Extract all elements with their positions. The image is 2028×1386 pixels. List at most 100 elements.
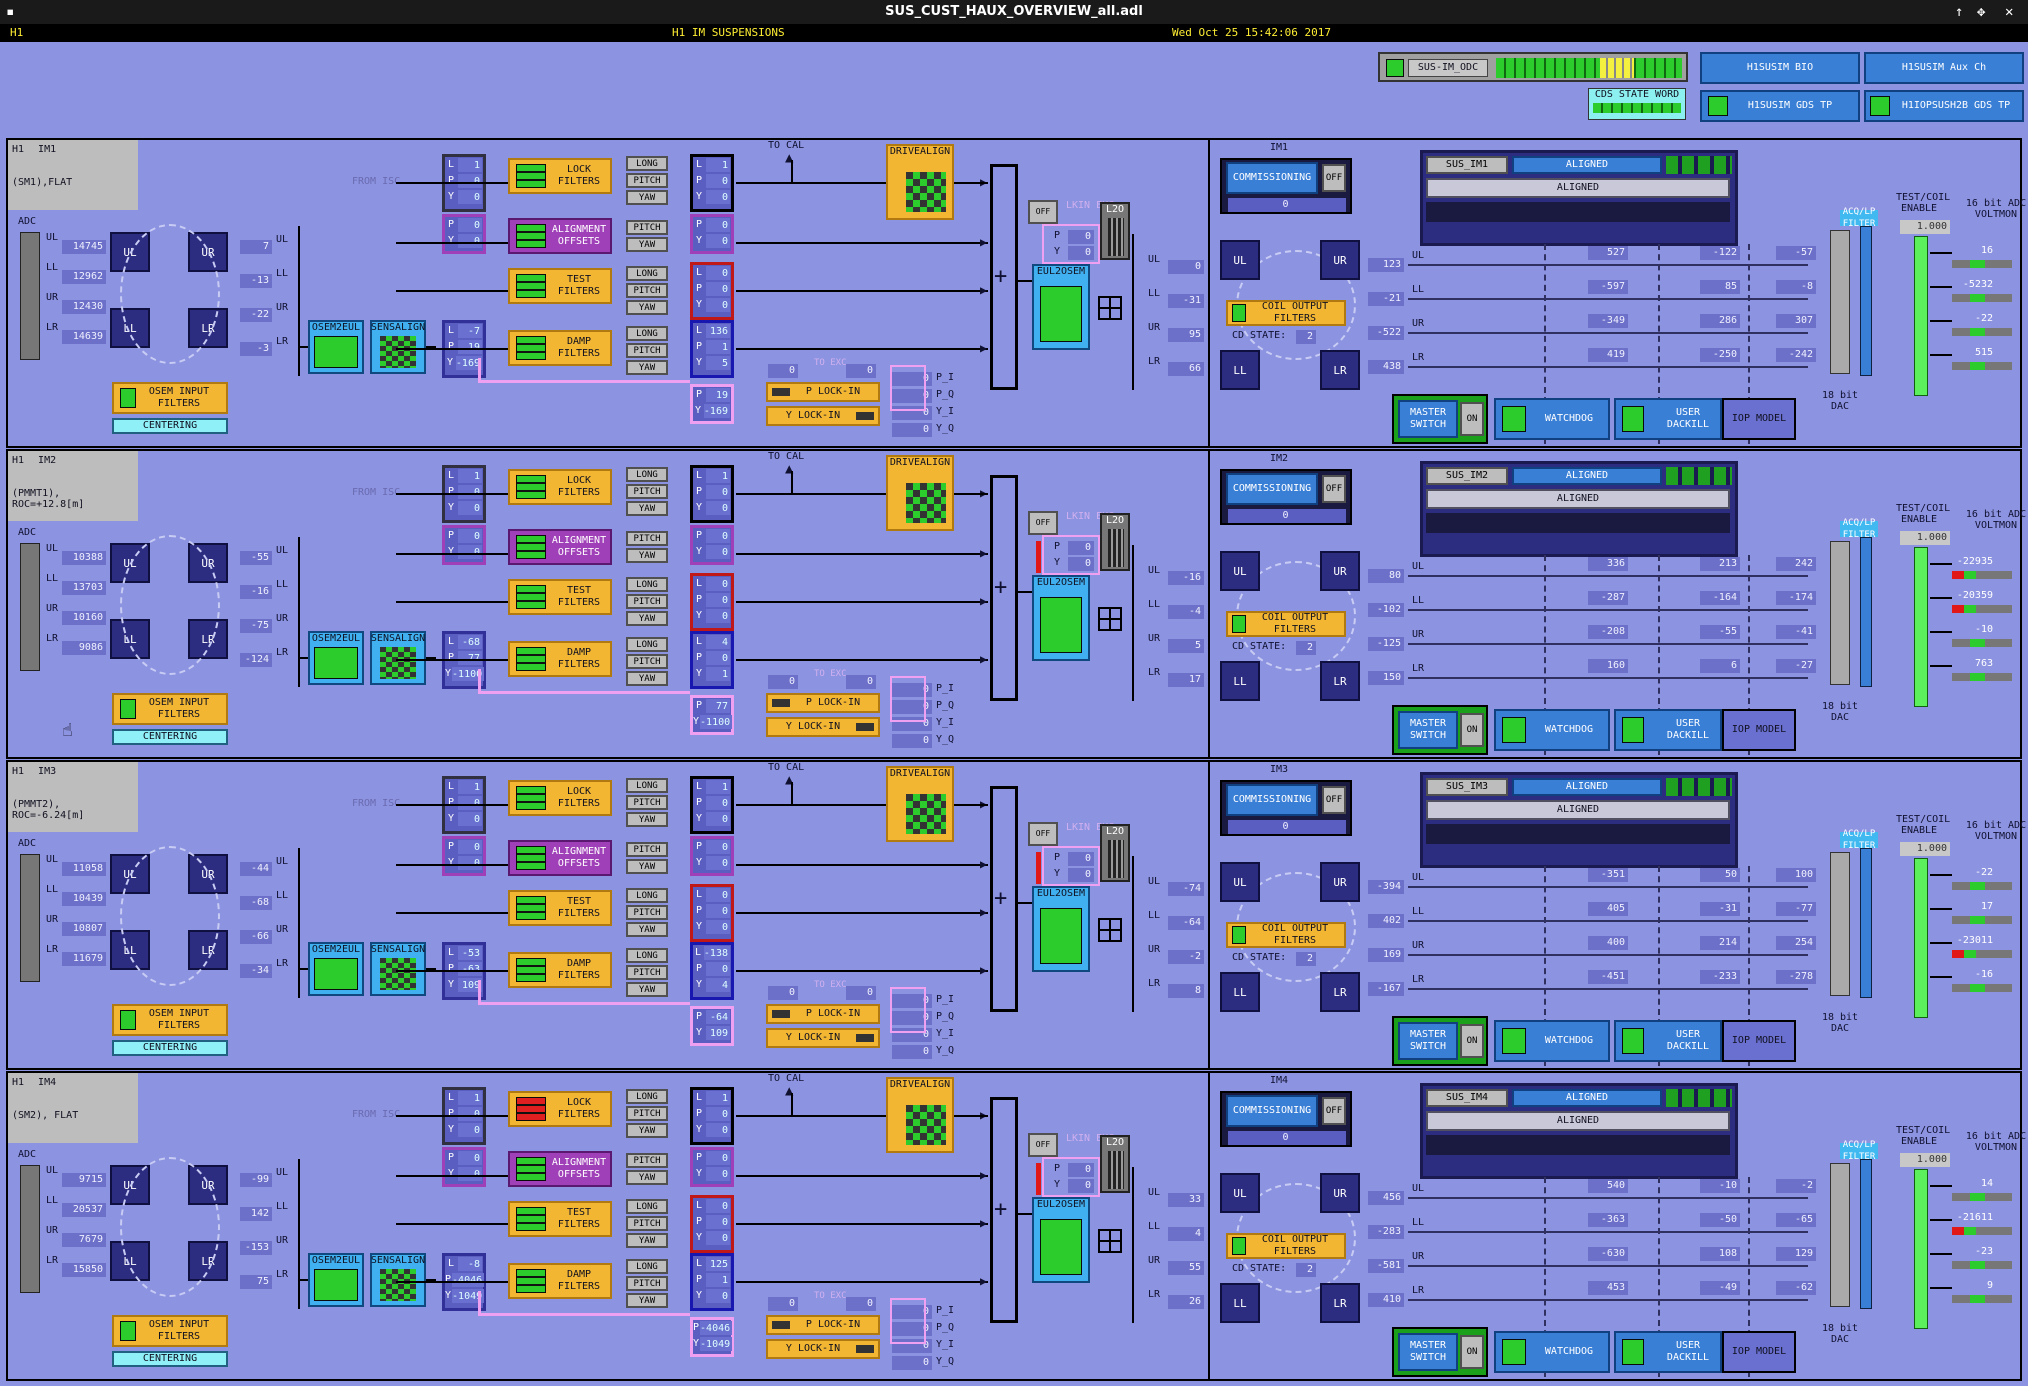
maximize-icon[interactable]: ↑ — [1955, 4, 1964, 20]
lockin-input-dof: P — [695, 700, 703, 711]
osem-input-filters-button[interactable]: OSEM INPUT FILTERS — [112, 1004, 228, 1036]
coil-output-filters-button[interactable]: COIL OUTPUT FILTERS — [1226, 611, 1346, 637]
aux-ch-button[interactable]: H1SUSIM Aux Ch — [1864, 52, 2024, 84]
coil-ul[interactable]: UL — [1220, 1173, 1260, 1213]
coil-lr[interactable]: LR — [1320, 972, 1360, 1012]
coil-lr[interactable]: LR — [1320, 1283, 1360, 1323]
acq-lp-button[interactable]: ACQ/LP FILTER — [1840, 518, 1878, 540]
acq-lp-button[interactable]: ACQ/LP FILTER — [1840, 1140, 1878, 1162]
commissioning-button[interactable]: COMMISSIONING — [1226, 473, 1318, 505]
fullscreen-icon[interactable]: ✥ — [1977, 4, 1986, 20]
coil-lr[interactable]: LR — [1320, 350, 1360, 390]
to-cal-arrow-icon: ▲ — [785, 772, 794, 788]
commissioning-switch[interactable]: OFF — [1322, 164, 1346, 192]
damp-input-value: -4046 — [452, 1273, 485, 1287]
iop-model-button[interactable]: IOP MODEL — [1722, 398, 1796, 440]
coil-ul[interactable]: UL — [1220, 240, 1260, 280]
adc-value-3: 11679 — [62, 952, 106, 966]
master-switch-button[interactable]: MASTER SWITCH — [1398, 711, 1458, 749]
lkin-exc-switch[interactable]: OFF — [1028, 511, 1058, 535]
commissioning-switch[interactable]: OFF — [1322, 1097, 1346, 1125]
lock-output-dof: P — [695, 1108, 703, 1119]
coil-ur[interactable]: UR — [1320, 862, 1360, 902]
test-output-value: 0 — [706, 1215, 730, 1229]
master-switch-button[interactable]: MASTER SWITCH — [1398, 400, 1458, 438]
coil-ul[interactable]: UL — [1220, 551, 1260, 591]
lkin-exc-switch[interactable]: OFF — [1028, 822, 1058, 846]
guardian-request-select[interactable]: ALIGNED — [1426, 489, 1730, 509]
lkin-exc-switch[interactable]: OFF — [1028, 200, 1058, 224]
guardian-name[interactable]: SUS_IM2 — [1426, 467, 1508, 485]
commissioning-button[interactable]: COMMISSIONING — [1226, 784, 1318, 816]
centering-button[interactable]: CENTERING — [112, 729, 228, 745]
coil-ll[interactable]: LL — [1220, 350, 1260, 390]
commissioning-button[interactable]: COMMISSIONING — [1226, 1095, 1318, 1127]
sum-plus-icon: + — [994, 886, 1008, 911]
coil-c2-2: 108 — [1700, 1247, 1740, 1261]
iop-gds-tp-button[interactable]: H1IOPSUSH2B GDS TP — [1864, 90, 2024, 122]
master-switch-toggle[interactable]: ON — [1460, 713, 1484, 747]
test-coil-value[interactable]: 1.000 — [1900, 1153, 1950, 1167]
coil-ur[interactable]: UR — [1320, 1173, 1360, 1213]
master-switch-button[interactable]: MASTER SWITCH — [1398, 1333, 1458, 1371]
test-coil-value[interactable]: 1.000 — [1900, 531, 1950, 545]
conn — [1018, 1213, 1032, 1215]
p-lockin-button[interactable]: P LOCK-IN — [766, 382, 880, 402]
coil-ll[interactable]: LL — [1220, 972, 1260, 1012]
coil-output-filters-button[interactable]: COIL OUTPUT FILTERS — [1226, 922, 1346, 948]
guardian-name[interactable]: SUS_IM3 — [1426, 778, 1508, 796]
lockin-wrap — [890, 1298, 926, 1344]
coil-ur[interactable]: UR — [1320, 551, 1360, 591]
close-icon[interactable]: ✕ — [2005, 4, 2014, 20]
guardian-request-select[interactable]: ALIGNED — [1426, 178, 1730, 198]
coil-ll[interactable]: LL — [1220, 1283, 1260, 1323]
master-switch-button[interactable]: MASTER SWITCH — [1398, 1022, 1458, 1060]
coil-output-filters-button[interactable]: COIL OUTPUT FILTERS — [1226, 1233, 1346, 1259]
coil-c2-3: -233 — [1700, 970, 1740, 984]
conn — [298, 968, 308, 970]
master-switch-toggle[interactable]: ON — [1460, 402, 1484, 436]
bio-button[interactable]: H1SUSIM BIO — [1700, 52, 1860, 84]
p-lockin-button[interactable]: P LOCK-IN — [766, 693, 880, 713]
coil-lr[interactable]: LR — [1320, 661, 1360, 701]
guardian-request-select[interactable]: ALIGNED — [1426, 800, 1730, 820]
coil-ul[interactable]: UL — [1220, 862, 1260, 902]
commissioning-switch[interactable]: OFF — [1322, 786, 1346, 814]
master-switch-toggle[interactable]: ON — [1460, 1335, 1484, 1369]
acq-lp-button[interactable]: ACQ/LP FILTER — [1840, 829, 1878, 851]
guardian-request-select[interactable]: ALIGNED — [1426, 1111, 1730, 1131]
window-menu-icon[interactable]: ▪ — [6, 4, 15, 20]
guardian-name[interactable]: SUS_IM1 — [1426, 156, 1508, 174]
lkin-exc-switch[interactable]: OFF — [1028, 1133, 1058, 1157]
centering-button[interactable]: CENTERING — [112, 418, 228, 434]
isc-input-dof: P — [447, 486, 455, 497]
signal-line — [396, 182, 508, 184]
coil-ur[interactable]: UR — [1320, 240, 1360, 280]
iop-model-button[interactable]: IOP MODEL — [1722, 1331, 1796, 1373]
test-coil-value[interactable]: 1.000 — [1900, 220, 1950, 234]
y-lockin-button[interactable]: Y LOCK-IN — [766, 406, 880, 426]
p-lockin-button[interactable]: P LOCK-IN — [766, 1315, 880, 1335]
iop-model-button[interactable]: IOP MODEL — [1722, 709, 1796, 751]
centering-button[interactable]: CENTERING — [112, 1040, 228, 1056]
y-lockin-button[interactable]: Y LOCK-IN — [766, 717, 880, 737]
centering-button[interactable]: CENTERING — [112, 1351, 228, 1367]
y-lockin-button[interactable]: Y LOCK-IN — [766, 1339, 880, 1359]
guardian-name[interactable]: SUS_IM4 — [1426, 1089, 1508, 1107]
y-lockin-button[interactable]: Y LOCK-IN — [766, 1028, 880, 1048]
adc-osem-label: UL — [46, 543, 59, 554]
coil-ll[interactable]: LL — [1220, 661, 1260, 701]
coil-output-filters-button[interactable]: COIL OUTPUT FILTERS — [1226, 300, 1346, 326]
p-lockin-button[interactable]: P LOCK-IN — [766, 1004, 880, 1024]
test-coil-value[interactable]: 1.000 — [1900, 842, 1950, 856]
test-output-value: 0 — [706, 888, 730, 902]
master-switch-toggle[interactable]: ON — [1460, 1024, 1484, 1058]
iop-model-button[interactable]: IOP MODEL — [1722, 1020, 1796, 1062]
acq-lp-button[interactable]: ACQ/LP FILTER — [1840, 207, 1878, 229]
cd-state-label: CD STATE: — [1232, 641, 1287, 652]
signal-line — [396, 1223, 508, 1225]
commissioning-button[interactable]: COMMISSIONING — [1226, 162, 1318, 194]
commissioning-switch[interactable]: OFF — [1322, 475, 1346, 503]
